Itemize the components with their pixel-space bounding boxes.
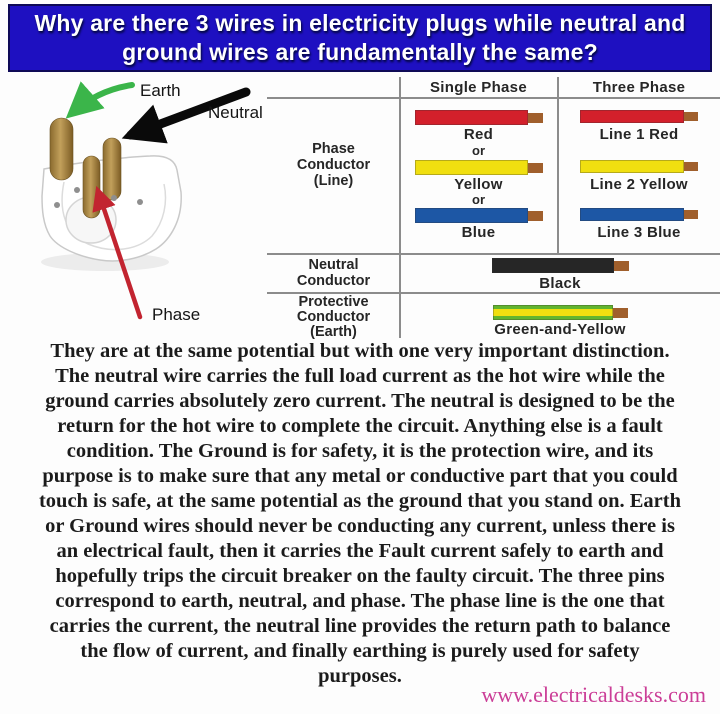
wire-bar	[580, 208, 684, 221]
wire-earth-green-yellow	[400, 305, 720, 320]
earth-wire-bar	[492, 305, 613, 320]
screw-icon	[137, 199, 143, 205]
wire-single-blue	[400, 208, 557, 223]
phase-label: Phase	[152, 305, 201, 324]
table-hline-neutral	[267, 292, 720, 294]
wire-label-line3-blue: Line 3 Blue	[597, 224, 681, 241]
plug-diagram: Earth Neutral Phase	[0, 72, 268, 340]
wire-label-line1-red: Line 1 Red	[599, 126, 679, 143]
wire-copper-tip	[613, 260, 629, 271]
wire-single-red	[400, 110, 557, 125]
title-banner: Why are there 3 wires in electricity plu…	[8, 4, 712, 72]
body-text-line: The neutral wire carries the full load c…	[55, 365, 665, 387]
wire-bar	[580, 110, 684, 123]
wire-bar	[580, 160, 684, 173]
table-vline-mid-col	[557, 77, 559, 253]
row-label-line: Conductor	[296, 309, 371, 325]
plug-face-contour	[61, 181, 167, 251]
wire-bar	[414, 110, 528, 125]
body-text-line: purposes.	[318, 665, 402, 687]
body-text-line: touch is safe, at the same potential as …	[38, 490, 681, 512]
page-title-line-1: Why are there 3 wires in electricity plu…	[34, 10, 686, 36]
wire-neutral-black	[400, 258, 720, 273]
body-text-line: correspond to earth, neutral, and phase.…	[55, 590, 665, 612]
body-text-line: condition. The Ground is for safety, it …	[66, 440, 654, 462]
earth-arrow	[65, 81, 135, 119]
col-header-single-phase: Single Phase	[430, 79, 527, 96]
wire-bar	[491, 258, 614, 273]
wire-label-blue: Blue	[461, 224, 496, 241]
table-hline-phase	[267, 253, 720, 255]
body-text-line: return for the hot wire to complete the …	[57, 415, 663, 437]
website-link[interactable]: www.electricaldesks.com	[481, 682, 706, 707]
body-text-line: They are at the same potential but with …	[50, 340, 670, 362]
wire-copper-tip	[684, 112, 698, 121]
wire-label-line2-yellow: Line 2 Yellow	[590, 176, 688, 193]
body-text-line: ground carries absolutely zero current. …	[45, 390, 675, 412]
wire-label-red: Red	[463, 126, 494, 143]
row-label-line: Conductor	[296, 157, 371, 173]
wire-bar	[414, 160, 528, 175]
body-text-line: carries the current, the neutral line pr…	[49, 615, 671, 637]
row-label-line: Neutral	[308, 257, 359, 273]
earth-pin	[49, 117, 74, 181]
col-header-three-phase: Three Phase	[592, 79, 686, 96]
row-label-line: (Earth)	[310, 324, 357, 340]
wire-copper-tip	[527, 162, 543, 173]
wire-label-black: Black	[539, 275, 581, 292]
wire-bar	[414, 208, 528, 223]
row-label-protective-conductor: Protective Conductor (Earth)	[268, 295, 399, 340]
plug-illustration	[41, 81, 251, 320]
wire-copper-tip	[684, 162, 698, 171]
wire-copper-tip	[527, 112, 543, 123]
row-label-neutral-conductor: Neutral Conductor	[268, 257, 399, 289]
wire-label-yellow: Yellow	[454, 176, 503, 193]
wire-label-green-and-yellow: Green-and-Yellow	[494, 321, 626, 338]
screw-icon	[54, 202, 60, 208]
screw-icon	[74, 187, 80, 193]
wire-line1-red	[559, 110, 719, 123]
or-label: or	[472, 143, 485, 158]
row-label-phase-conductor: Phase Conductor (Line)	[268, 141, 399, 189]
row-label-line: (Line)	[313, 173, 354, 189]
body-text-line: an electrical fault, then it carries the…	[56, 540, 664, 562]
page-title-line-2: ground wires are fundamentally the same?	[122, 39, 598, 65]
or-label: or	[472, 192, 485, 207]
phase-pin	[82, 155, 101, 219]
neutral-pin	[102, 137, 122, 201]
body-text-line: purpose is to make sure that any metal o…	[42, 465, 678, 487]
wire-line3-blue	[559, 208, 719, 221]
body-text-line: hopefully trips the circuit breaker on t…	[55, 565, 665, 587]
body-text-line: or Ground wires should never be conducti…	[45, 515, 675, 537]
wire-line2-yellow	[559, 160, 719, 173]
table-vline-left-col	[399, 77, 401, 338]
wire-single-yellow	[400, 160, 557, 175]
row-label-line: Protective	[298, 294, 369, 310]
neutral-label: Neutral	[208, 103, 263, 122]
wire-copper-tip	[612, 307, 628, 318]
body-text: They are at the same potential but with …	[0, 339, 720, 689]
table-hline-header	[267, 97, 720, 99]
wire-copper-tip	[684, 210, 698, 219]
phase-arrow	[92, 185, 143, 320]
earth-label: Earth	[140, 81, 181, 100]
wire-copper-tip	[527, 210, 543, 221]
body-text-line: the flow of current, and finally earthin…	[80, 640, 640, 662]
row-label-line: Conductor	[296, 273, 371, 289]
neutral-arrow	[121, 87, 251, 144]
screw-icon	[111, 195, 117, 201]
row-label-line: Phase	[312, 141, 355, 157]
